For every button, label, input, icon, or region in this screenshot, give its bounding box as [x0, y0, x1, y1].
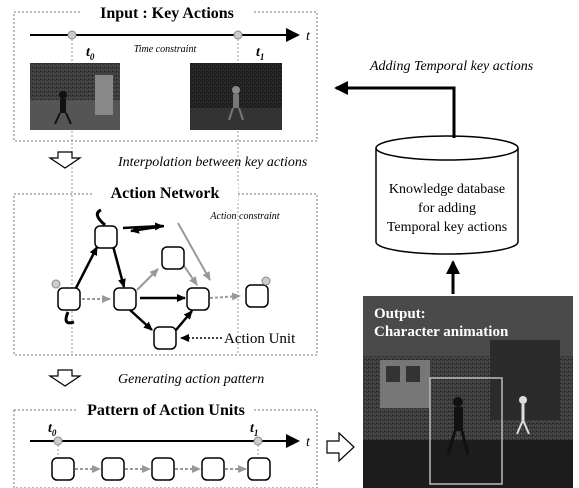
edge [175, 310, 193, 331]
pattern-t0-label: t0 [48, 421, 57, 438]
network-panel-title: Action Network [111, 185, 220, 202]
pattern-t0-marker [53, 436, 63, 446]
pattern-unit [51, 457, 75, 481]
action-unit-node [186, 287, 210, 311]
generating-label: Generating action pattern [118, 372, 264, 387]
pattern-unit [151, 457, 175, 481]
network-start-marker [51, 279, 61, 289]
pattern-unit [201, 457, 225, 481]
database-body [375, 148, 519, 255]
input-title-bg [82, 2, 252, 24]
action-unit-node [113, 287, 137, 311]
input-panel-title: Input : Key Actions [100, 5, 234, 22]
edge [111, 245, 126, 288]
pattern-unit [247, 457, 271, 481]
self-loop [95, 208, 106, 227]
step-interpolation: Interpolation between key actions [48, 151, 308, 170]
input-axis-label: t [306, 29, 311, 44]
database-line-3: Temporal key actions [387, 220, 507, 235]
key-action-image-1 [30, 63, 120, 130]
input-t1-marker [233, 30, 243, 40]
pattern-title-bg [78, 399, 254, 421]
right-arrow-icon [326, 431, 355, 463]
pattern-panel-frame [13, 409, 318, 488]
pattern-panel-title: Pattern of Action Units [87, 402, 245, 419]
pattern-t1-label: t1 [250, 421, 258, 438]
action-unit-node [94, 225, 118, 249]
input-t1-label: t1 [256, 45, 264, 62]
network-nodes [51, 225, 271, 350]
edge [177, 222, 211, 281]
knowledge-database: Knowledge database for adding Temporal k… [375, 135, 519, 255]
pattern-axis-label: t [306, 435, 311, 450]
adding-label: Adding Temporal key actions [369, 59, 534, 74]
down-arrow-icon [48, 151, 82, 169]
time-constraint-label: Time constraint [134, 44, 197, 55]
output-animation-image: Output: Character animation [363, 296, 573, 488]
edge [136, 268, 159, 291]
self-loop [64, 311, 75, 325]
database-line-2: for adding [418, 201, 476, 216]
down-arrow-icon [48, 369, 82, 387]
character-bounding-box [429, 377, 503, 485]
adding-arrow [334, 81, 456, 138]
interpolation-label: Interpolation between key actions [117, 155, 308, 170]
output-line-1: Output: [374, 306, 426, 322]
input-t0-marker [67, 30, 77, 40]
action-unit-node [153, 326, 177, 350]
action-unit-label: Action Unit [224, 331, 296, 347]
input-t0-label: t0 [86, 45, 95, 62]
key-action-image-2 [190, 63, 282, 130]
pattern-unit [101, 457, 125, 481]
database-line-1: Knowledge database [389, 182, 505, 197]
step-generating: Generating action pattern [48, 369, 264, 387]
edge [130, 224, 165, 234]
input-panel: Input : Key Actions t t0 t1 Time constra… [13, 2, 318, 355]
pattern-sequence [51, 457, 271, 481]
network-edges [64, 208, 241, 331]
pattern-panel: Pattern of Action Units t t0 t1 [13, 399, 318, 488]
output-line-2: Character animation [374, 324, 509, 340]
pattern-t1-marker [253, 436, 263, 446]
database-top [375, 135, 519, 161]
action-unit-node [161, 246, 185, 270]
action-unit-node [57, 287, 81, 311]
network-panel: Action Network Action constraint [13, 182, 318, 356]
network-end-marker [261, 276, 271, 286]
action-constraint-label: Action constraint [209, 211, 279, 222]
edge [74, 246, 99, 289]
edge [209, 292, 241, 301]
network-title-bg [92, 182, 238, 204]
edge [129, 309, 153, 331]
action-unit-node [245, 284, 269, 308]
